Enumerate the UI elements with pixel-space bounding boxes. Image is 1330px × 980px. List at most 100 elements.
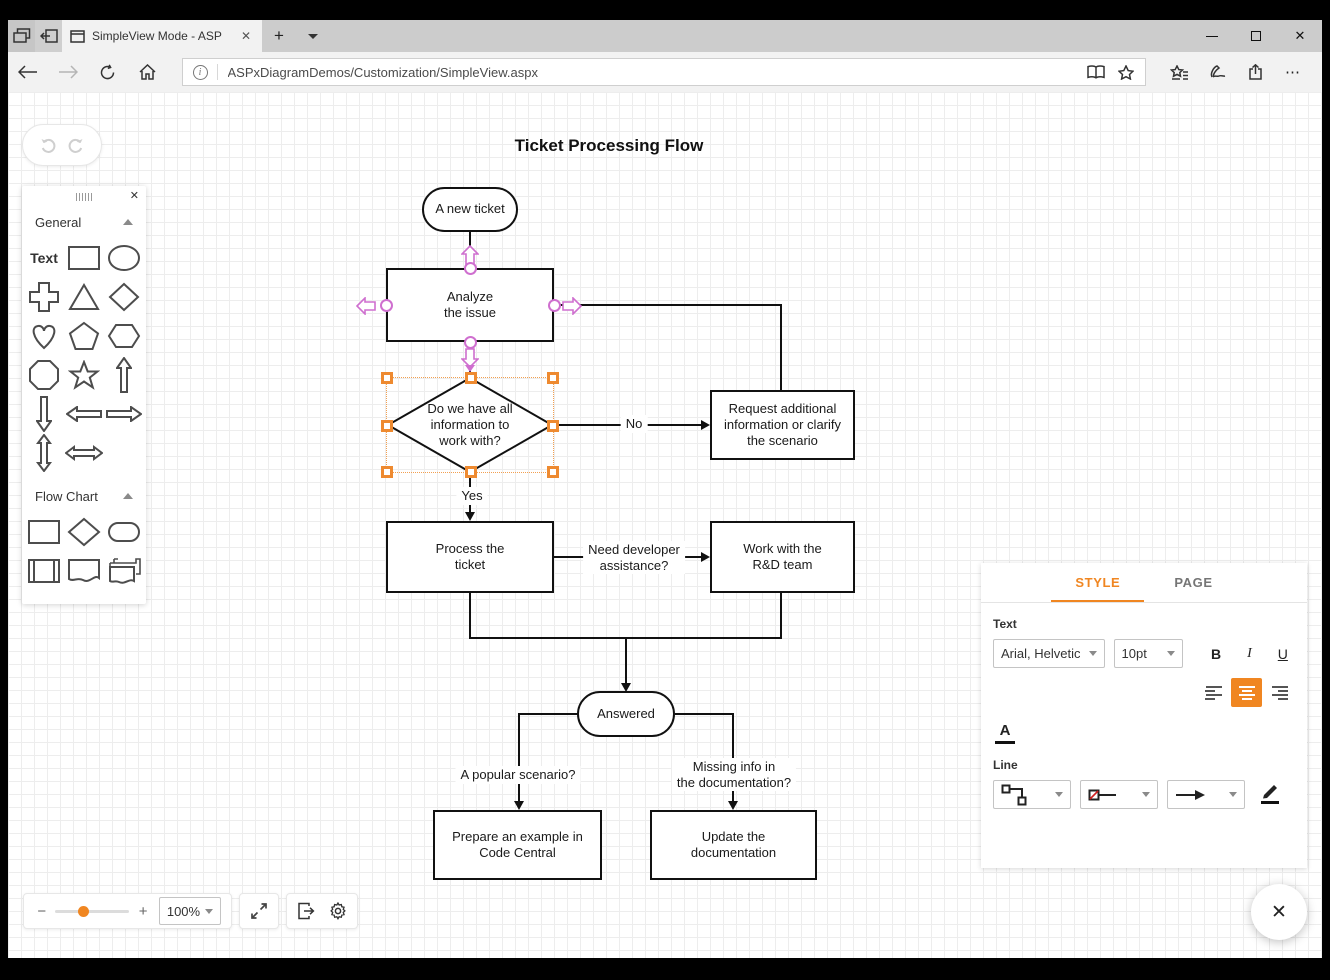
edge-label-yes[interactable]: Yes (456, 487, 488, 505)
shape-arrow-right[interactable] (104, 394, 144, 433)
tab-page[interactable]: PAGE (1174, 575, 1213, 590)
shape-pentagon[interactable] (64, 316, 104, 355)
node-answered[interactable]: Answered (577, 691, 675, 737)
connector-type-select[interactable] (993, 780, 1071, 809)
redo-icon[interactable] (67, 137, 84, 153)
reading-view-button[interactable] (1081, 59, 1111, 85)
shape-cross[interactable] (24, 277, 64, 316)
connector-analyze-request-v[interactable] (780, 304, 782, 390)
connector-answered-prepare[interactable] (518, 713, 520, 801)
node-new-ticket[interactable]: A new ticket (422, 187, 518, 232)
resize-handle-s[interactable] (465, 466, 477, 478)
toolbox-section-general[interactable]: General (22, 208, 146, 236)
connector-process-down[interactable] (469, 593, 471, 638)
shape-arrow-up[interactable] (104, 355, 144, 394)
shape-arrow-vertical[interactable] (24, 433, 64, 472)
connection-point-left[interactable] (380, 299, 393, 312)
line-style-select[interactable] (1080, 780, 1158, 809)
fullscreen-button[interactable] (239, 893, 279, 929)
bold-button[interactable]: B (1211, 645, 1222, 662)
forward-button[interactable] (48, 52, 88, 92)
home-button[interactable] (128, 52, 168, 92)
tab-list-button[interactable] (296, 20, 330, 52)
toolbox-close-icon[interactable]: ✕ (129, 190, 139, 202)
connection-point-top[interactable] (464, 262, 477, 275)
resize-handle-ne[interactable] (547, 372, 559, 384)
tab-style[interactable]: STYLE (1051, 563, 1145, 602)
font-family-select[interactable]: Arial, Helvetic (993, 639, 1105, 668)
toolbox-section-flowchart[interactable]: Flow Chart (22, 482, 146, 510)
shape-heart[interactable] (24, 316, 64, 355)
browser-tab[interactable]: SimpleView Mode - ASP ✕ (62, 20, 262, 52)
resize-handle-nw[interactable] (381, 372, 393, 384)
zoom-slider[interactable] (55, 905, 130, 917)
zoom-in-button[interactable]: + (138, 902, 148, 920)
resize-handle-sw[interactable] (381, 466, 393, 478)
node-request[interactable]: Request additional information or clarif… (710, 390, 855, 460)
shape-process[interactable] (24, 512, 64, 551)
connection-point-bottom[interactable] (464, 336, 477, 349)
connector-answered-right-h[interactable] (675, 713, 734, 715)
connector-answered-left-h[interactable] (518, 713, 578, 715)
font-color-button[interactable]: A (995, 723, 1015, 744)
connector-merge-answered[interactable] (625, 637, 627, 684)
shape-diamond[interactable] (104, 277, 144, 316)
shape-star[interactable] (64, 355, 104, 394)
diagram-title[interactable]: Ticket Processing Flow (514, 136, 704, 155)
align-left-button[interactable] (1198, 678, 1229, 707)
shape-arrow-left[interactable] (64, 394, 104, 433)
italic-button[interactable]: I (1247, 645, 1252, 661)
zoom-level-select[interactable]: 100% (158, 897, 222, 925)
settings-gear-icon[interactable] (329, 902, 347, 920)
connector-answered-update[interactable] (732, 713, 734, 801)
url-field[interactable]: i ASPxDiagramDemos/Customization/SimpleV… (181, 58, 1147, 86)
shape-triangle[interactable] (64, 277, 104, 316)
node-process[interactable]: Process the ticket (386, 521, 554, 593)
tab-preview-button[interactable] (8, 20, 35, 52)
resize-handle-n[interactable] (465, 372, 477, 384)
edge-label-no[interactable]: No (620, 415, 648, 433)
shape-document[interactable] (64, 551, 104, 590)
hub-button[interactable] (1160, 52, 1198, 92)
shape-arrow-down[interactable] (24, 394, 64, 433)
connector-analyze-request-h[interactable] (554, 304, 782, 306)
close-window-button[interactable]: ✕ (1294, 28, 1306, 43)
connection-arrow-down-icon[interactable] (461, 348, 479, 368)
node-prepare[interactable]: Prepare an example in Code Central (433, 810, 602, 880)
node-rd-team[interactable]: Work with the R&D team (710, 521, 855, 593)
toolbox-drag-handle[interactable] (76, 193, 92, 201)
minimize-button[interactable] (1190, 20, 1234, 52)
share-button[interactable] (1236, 52, 1274, 92)
arrow-style-select[interactable] (1167, 780, 1245, 809)
back-button[interactable] (8, 52, 48, 92)
node-analyze[interactable]: Analyze the issue (386, 268, 554, 342)
connection-point-right[interactable] (548, 299, 561, 312)
connection-arrow-left-icon[interactable] (356, 297, 376, 315)
favorite-button[interactable] (1111, 59, 1141, 85)
set-tabs-aside-button[interactable] (35, 20, 62, 52)
resize-handle-se[interactable] (547, 466, 559, 478)
new-tab-button[interactable]: + (274, 26, 284, 45)
shape-predefined-process[interactable] (24, 551, 64, 590)
resize-handle-w[interactable] (381, 420, 393, 432)
connector-rdteam-down[interactable] (780, 593, 782, 638)
maximize-button[interactable] (1234, 20, 1278, 52)
font-size-select[interactable]: 10pt (1113, 639, 1183, 668)
close-panel-fab[interactable]: ✕ (1251, 884, 1307, 940)
edge-label-popular[interactable]: A popular scenario? (455, 766, 581, 784)
undo-icon[interactable] (40, 137, 57, 153)
shape-text[interactable]: Text (30, 249, 58, 266)
shape-ellipse[interactable] (104, 238, 144, 277)
shape-decision[interactable] (64, 512, 104, 551)
line-color-button[interactable] (1260, 785, 1280, 804)
shape-octagon[interactable] (24, 355, 64, 394)
shape-arrow-horizontal[interactable] (64, 433, 104, 472)
shape-hexagon[interactable] (104, 316, 144, 355)
refresh-button[interactable] (88, 52, 128, 92)
site-info-icon[interactable]: i (192, 64, 208, 80)
url-text[interactable]: ASPxDiagramDemos/Customization/SimpleVie… (227, 64, 538, 80)
zoom-out-button[interactable]: − (37, 902, 47, 920)
shape-multiple-documents[interactable] (104, 551, 144, 590)
align-right-button[interactable] (1264, 678, 1295, 707)
zoom-slider-handle[interactable] (78, 905, 90, 917)
